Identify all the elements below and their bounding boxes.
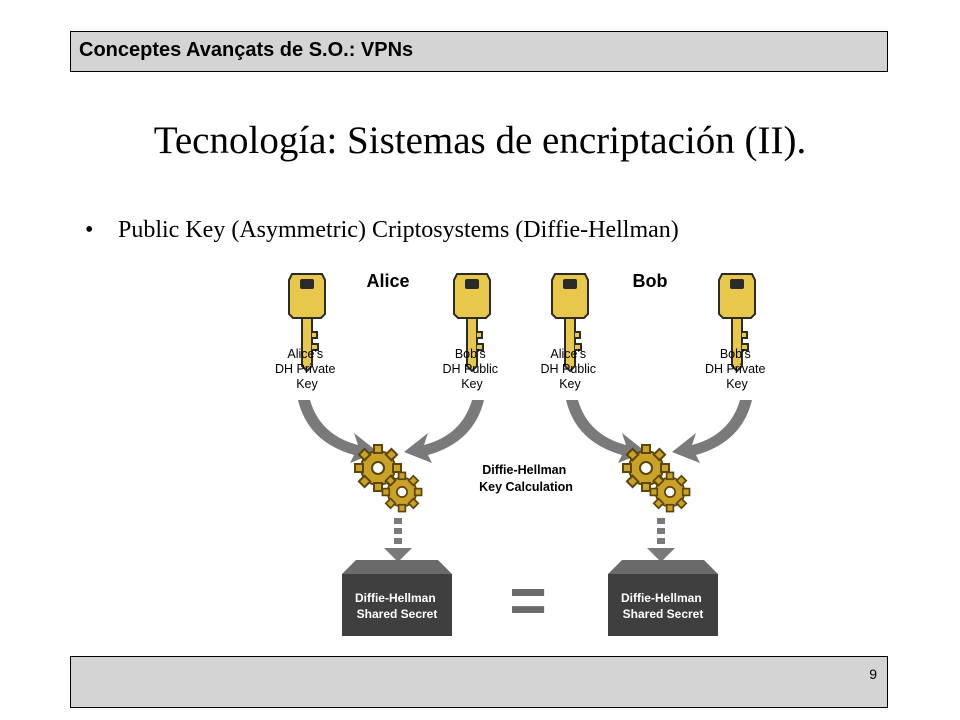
key-label-line: Bob's: [720, 347, 751, 361]
key-label-line: DH Public: [540, 362, 596, 376]
svg-text:Diffie-Hellman Shared Se: Diffie-Hellman Shared Secret: [355, 591, 439, 621]
diffie-hellman-diagram: Alice Bob Alice's DH Private Key Bob's D…: [275, 271, 769, 636]
curved-arrow-icon: [566, 400, 646, 463]
key-label-line: Key: [296, 377, 318, 391]
bullet-text: Public Key (Asymmetric) Criptosystems (D…: [118, 217, 679, 243]
key-label-line: Alice's: [287, 347, 323, 361]
equals-sign: =: [509, 564, 546, 636]
key-label-line: DH Private: [705, 362, 765, 376]
bullet-symbol: •: [85, 217, 94, 243]
dashed-arrow-down-icon: [647, 518, 675, 562]
secret-label-line: Shared Secret: [357, 607, 438, 621]
calculation-label-line: Diffie-Hellman: [482, 463, 566, 477]
key-label-line: Key: [726, 377, 748, 391]
key-label-line: Bob's: [455, 347, 486, 361]
key-label-line: DH Private: [275, 362, 335, 376]
key-label-bob-public: Bob's DH Public Key: [442, 347, 501, 391]
page-number: 9: [869, 666, 877, 682]
party-bob: Bob: [633, 271, 668, 291]
key-label-alice-private: Alice's DH Private Key: [275, 347, 339, 391]
slide-title: Tecnología: Sistemas de encriptación (II…: [153, 119, 807, 162]
shared-secret-box-bob: Diffie-Hellman Shared Secret: [608, 560, 718, 636]
key-label-line: DH Public: [442, 362, 498, 376]
key-label-alice-public: Alice's DH Public Key: [540, 347, 599, 391]
secret-label-line: Diffie-Hellman: [621, 591, 702, 605]
gear-icon: [381, 471, 423, 513]
calculation-label: Diffie-Hellman Key Calculation: [479, 463, 573, 494]
key-label-line: Key: [559, 377, 581, 391]
key-label-line: Key: [461, 377, 483, 391]
key-label-bob-private: Bob's DH Private Key: [705, 347, 769, 391]
party-alice: Alice: [366, 271, 409, 291]
key-label-line: Alice's: [550, 347, 586, 361]
header-bar: Conceptes Avançats de S.O.: VPNs: [70, 31, 888, 72]
header-title: Conceptes Avançats de S.O.: VPNs: [79, 39, 414, 61]
dashed-arrow-down-icon: [384, 518, 412, 562]
bullet-item: • Public Key (Asymmetric) Criptosystems (…: [85, 217, 679, 244]
svg-text:Diffie-Hellman Shared Se: Diffie-Hellman Shared Secret: [621, 591, 705, 621]
curved-arrow-icon: [672, 400, 752, 463]
curved-arrow-icon: [404, 400, 484, 463]
calculation-label-line: Key Calculation: [479, 480, 573, 494]
curved-arrow-icon: [298, 400, 378, 463]
gear-icon: [649, 471, 691, 513]
secret-label-line: Diffie-Hellman: [355, 591, 436, 605]
footer-bar: 9: [70, 656, 888, 708]
shared-secret-box-alice: Diffie-Hellman Shared Secret: [342, 560, 452, 636]
secret-label-line: Shared Secret: [623, 607, 704, 621]
